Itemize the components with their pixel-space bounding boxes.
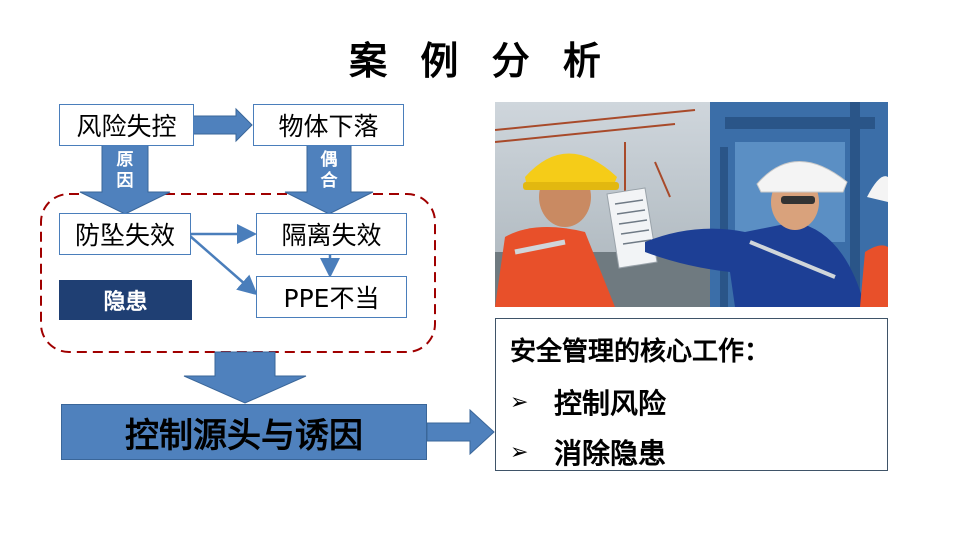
ppe-improper-box: PPE不当 — [256, 276, 407, 318]
document-icon — [606, 187, 658, 269]
arrow-bullet-icon: ➢ — [510, 439, 529, 465]
crane-icon — [495, 109, 696, 198]
core-item-eliminate-hazard: ➢ 消除隐患 — [510, 437, 667, 470]
core-work-title: 安全管理的核心工作： — [510, 337, 771, 367]
arrow-bullet-icon: ➢ — [510, 389, 529, 415]
page-title: 案 例 分 析 — [349, 39, 611, 83]
worker-right-icon — [645, 161, 865, 307]
fall-protection-failure-box: 防坠失效 — [59, 213, 191, 255]
isolation-failure-box: 隔离失效 — [256, 213, 407, 255]
arrow-big-down — [183, 351, 307, 404]
worker-left-icon — [495, 153, 619, 307]
coupling-label: 偶 合 — [320, 150, 338, 191]
arrow-cause-down — [79, 144, 171, 215]
arrow-risk-to-falling — [192, 107, 253, 143]
workers-photo — [495, 102, 888, 307]
object-falling-box: 物体下落 — [253, 104, 404, 146]
arrow-fall-to-ppe — [189, 235, 258, 296]
arrow-coupling-down — [284, 144, 374, 215]
risk-out-of-control-box: 风险失控 — [59, 104, 194, 146]
arrow-to-core — [426, 408, 495, 456]
control-source-box: 控制源头与诱因 — [61, 404, 427, 460]
hazard-label-box: 隐患 — [59, 280, 192, 320]
core-work-box: 安全管理的核心工作： ➢ 控制风险 ➢ 消除隐患 — [495, 318, 888, 471]
core-item-control-risk: ➢ 控制风险 — [510, 387, 667, 420]
cause-label: 原 因 — [116, 150, 134, 191]
